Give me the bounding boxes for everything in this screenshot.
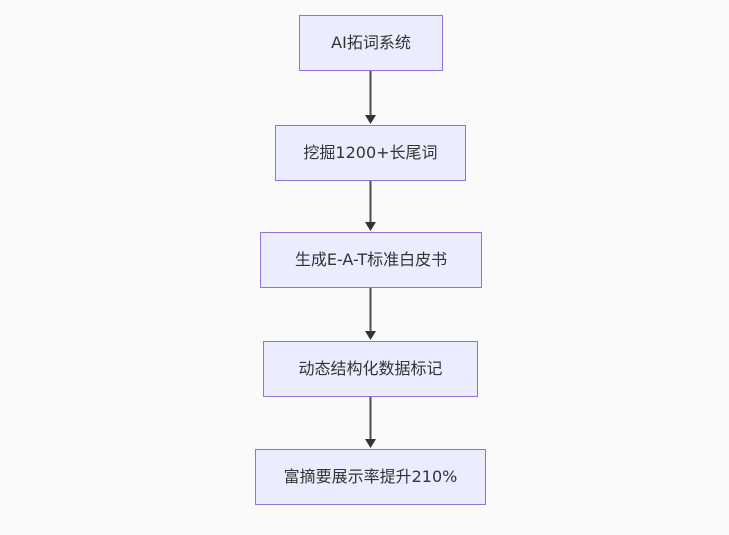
flow-node-label: 挖掘1200+长尾词	[303, 143, 438, 163]
flow-arrow	[365, 71, 376, 124]
flow-arrow	[365, 181, 376, 231]
flow-node-step-2: 挖掘1200+长尾词	[275, 125, 466, 181]
flow-node-label: AI拓词系统	[331, 33, 411, 53]
flow-node-label: 动态结构化数据标记	[298, 359, 443, 379]
flow-node-label: 富摘要展示率提升210%	[283, 467, 458, 487]
flow-node-step-4: 动态结构化数据标记	[263, 341, 478, 397]
flow-arrow	[365, 288, 376, 340]
arrowhead-icon	[365, 439, 376, 448]
arrowhead-icon	[365, 331, 376, 340]
flow-node-label: 生成E-A-T标准白皮书	[294, 250, 448, 270]
arrowhead-icon	[365, 222, 376, 231]
flow-node-step-5: 富摘要展示率提升210%	[255, 449, 486, 505]
flow-arrow	[365, 397, 376, 448]
flow-node-step-1: AI拓词系统	[299, 15, 443, 71]
flow-node-step-3: 生成E-A-T标准白皮书	[260, 232, 482, 288]
arrowhead-icon	[365, 115, 376, 124]
